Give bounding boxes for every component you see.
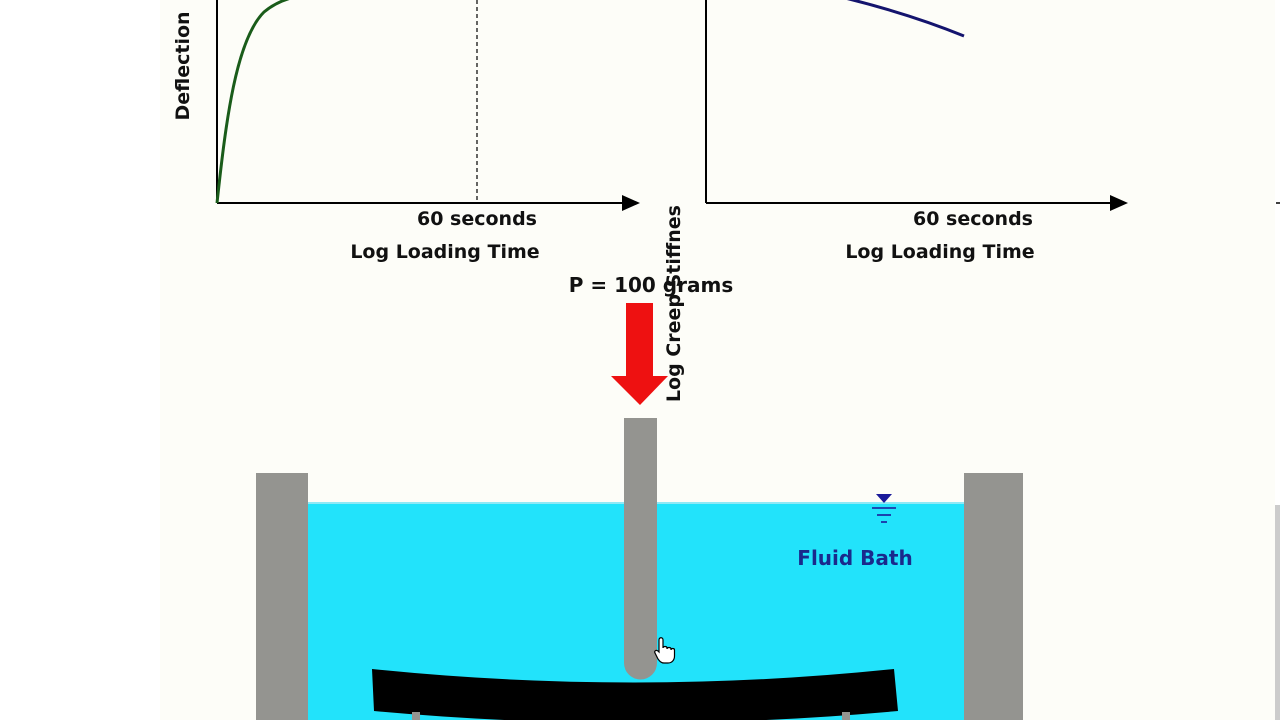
deflection-x-axis-label: Log Loading Time [350, 241, 539, 263]
fluid-bath-label: Fluid Bath [797, 546, 912, 570]
load-arrow [611, 303, 668, 405]
deflection-curve [215, 0, 290, 204]
left-beam-support [412, 712, 420, 720]
loading-shaft [624, 418, 658, 680]
stiffness-curve [846, 0, 965, 38]
stiffness-x-axis-arrowhead [1110, 195, 1128, 211]
deflection-x-axis-arrowhead [622, 195, 640, 211]
right-bath-wall [964, 473, 1023, 720]
water-level-marker-icon [872, 494, 896, 523]
stiffness-plot: Log Creep Stiffnes 60 seconds Log Loadin… [663, 0, 1128, 402]
deflection-y-axis-label: Deflection [172, 11, 194, 120]
right-beam-support [842, 712, 850, 720]
stiffness-x-axis-label: Log Loading Time [845, 241, 1034, 263]
left-bath-wall [256, 473, 308, 720]
load-label: P = 100 grams [569, 273, 733, 297]
deflection-60s-label: 60 seconds [417, 208, 537, 230]
beam-specimen [372, 669, 898, 720]
edge-panel-fragment [1275, 505, 1280, 720]
stiffness-y-axis-label: Log Creep Stiffnes [663, 205, 685, 402]
deflection-plot: Deflection 60 seconds Log Loading Time [172, 0, 640, 263]
hand-pointer-icon [654, 637, 676, 664]
stiffness-60s-label: 60 seconds [913, 208, 1033, 230]
